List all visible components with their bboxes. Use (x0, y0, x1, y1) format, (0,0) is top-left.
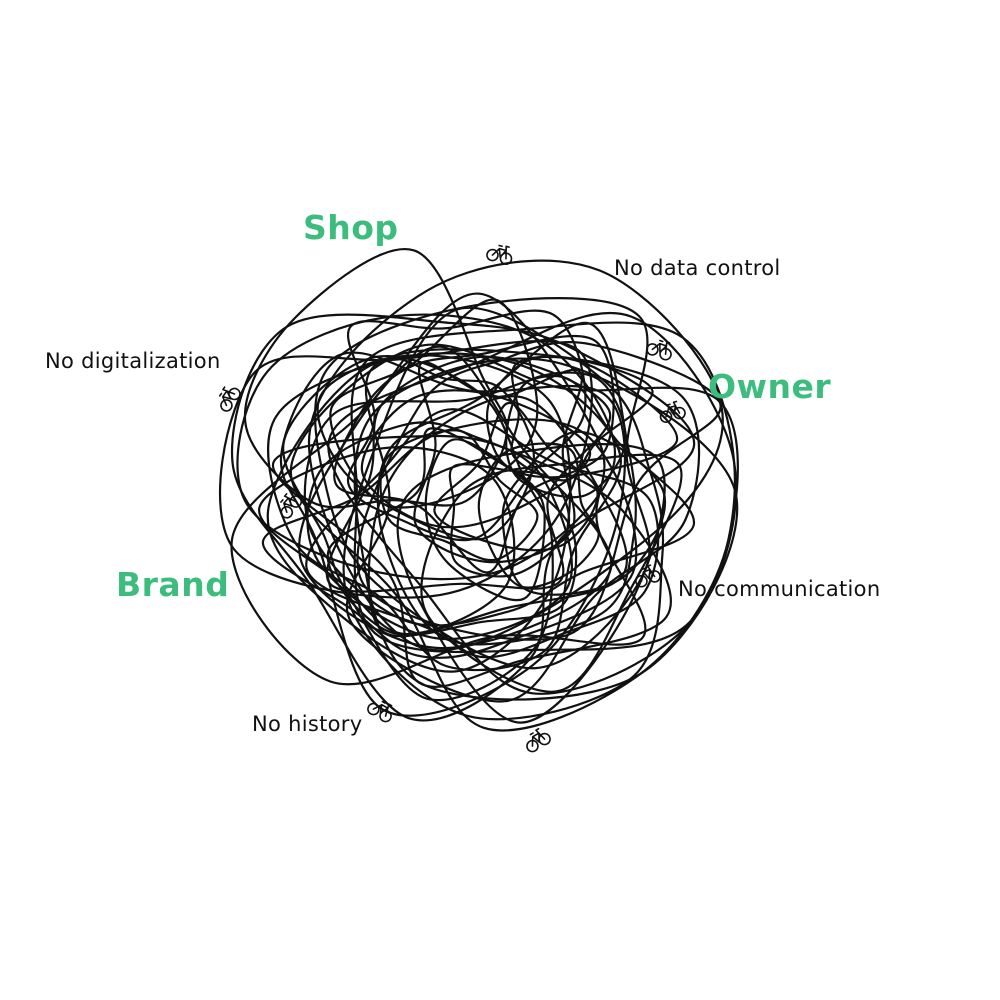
tangle-loop (486, 355, 678, 479)
tangle-loop (345, 348, 701, 703)
tangle-loop (298, 345, 613, 650)
tangle-loop (267, 352, 622, 672)
tangle-loop (243, 248, 508, 509)
tangle-loop (360, 389, 592, 529)
problem-label-data-control: No data control (614, 256, 781, 280)
bicycle-icon (520, 725, 553, 755)
tangle-loop (346, 309, 587, 542)
tangle-loop (420, 453, 683, 693)
bicycle-icon (484, 241, 516, 267)
tangle-loop (236, 313, 617, 581)
problem-label-history: No history (252, 712, 363, 736)
tangle-loop (356, 341, 722, 641)
tangle-loop (501, 430, 667, 596)
tangle-loop (282, 355, 554, 702)
problem-label-digitalization: No digitalization (45, 349, 221, 373)
tangle-loop (396, 443, 666, 724)
tangle-loop (306, 421, 573, 641)
tangle-loop (413, 361, 583, 564)
tangle-loop (477, 442, 600, 589)
tangle-loop (325, 355, 612, 593)
tangle-loop (313, 297, 651, 670)
actor-label-shop: Shop (303, 208, 399, 247)
tangle-loop (266, 354, 572, 673)
actor-label-brand: Brand (116, 565, 230, 604)
tangle-loop (433, 401, 599, 552)
tangle-loop (342, 306, 665, 721)
tangle-loop (230, 292, 647, 686)
bicycle-icon (644, 335, 676, 363)
tangle-loop (353, 357, 739, 701)
actor-label-owner: Owner (708, 367, 832, 406)
tangle-loop (303, 374, 695, 627)
problem-label-communication: No communication (678, 577, 881, 601)
